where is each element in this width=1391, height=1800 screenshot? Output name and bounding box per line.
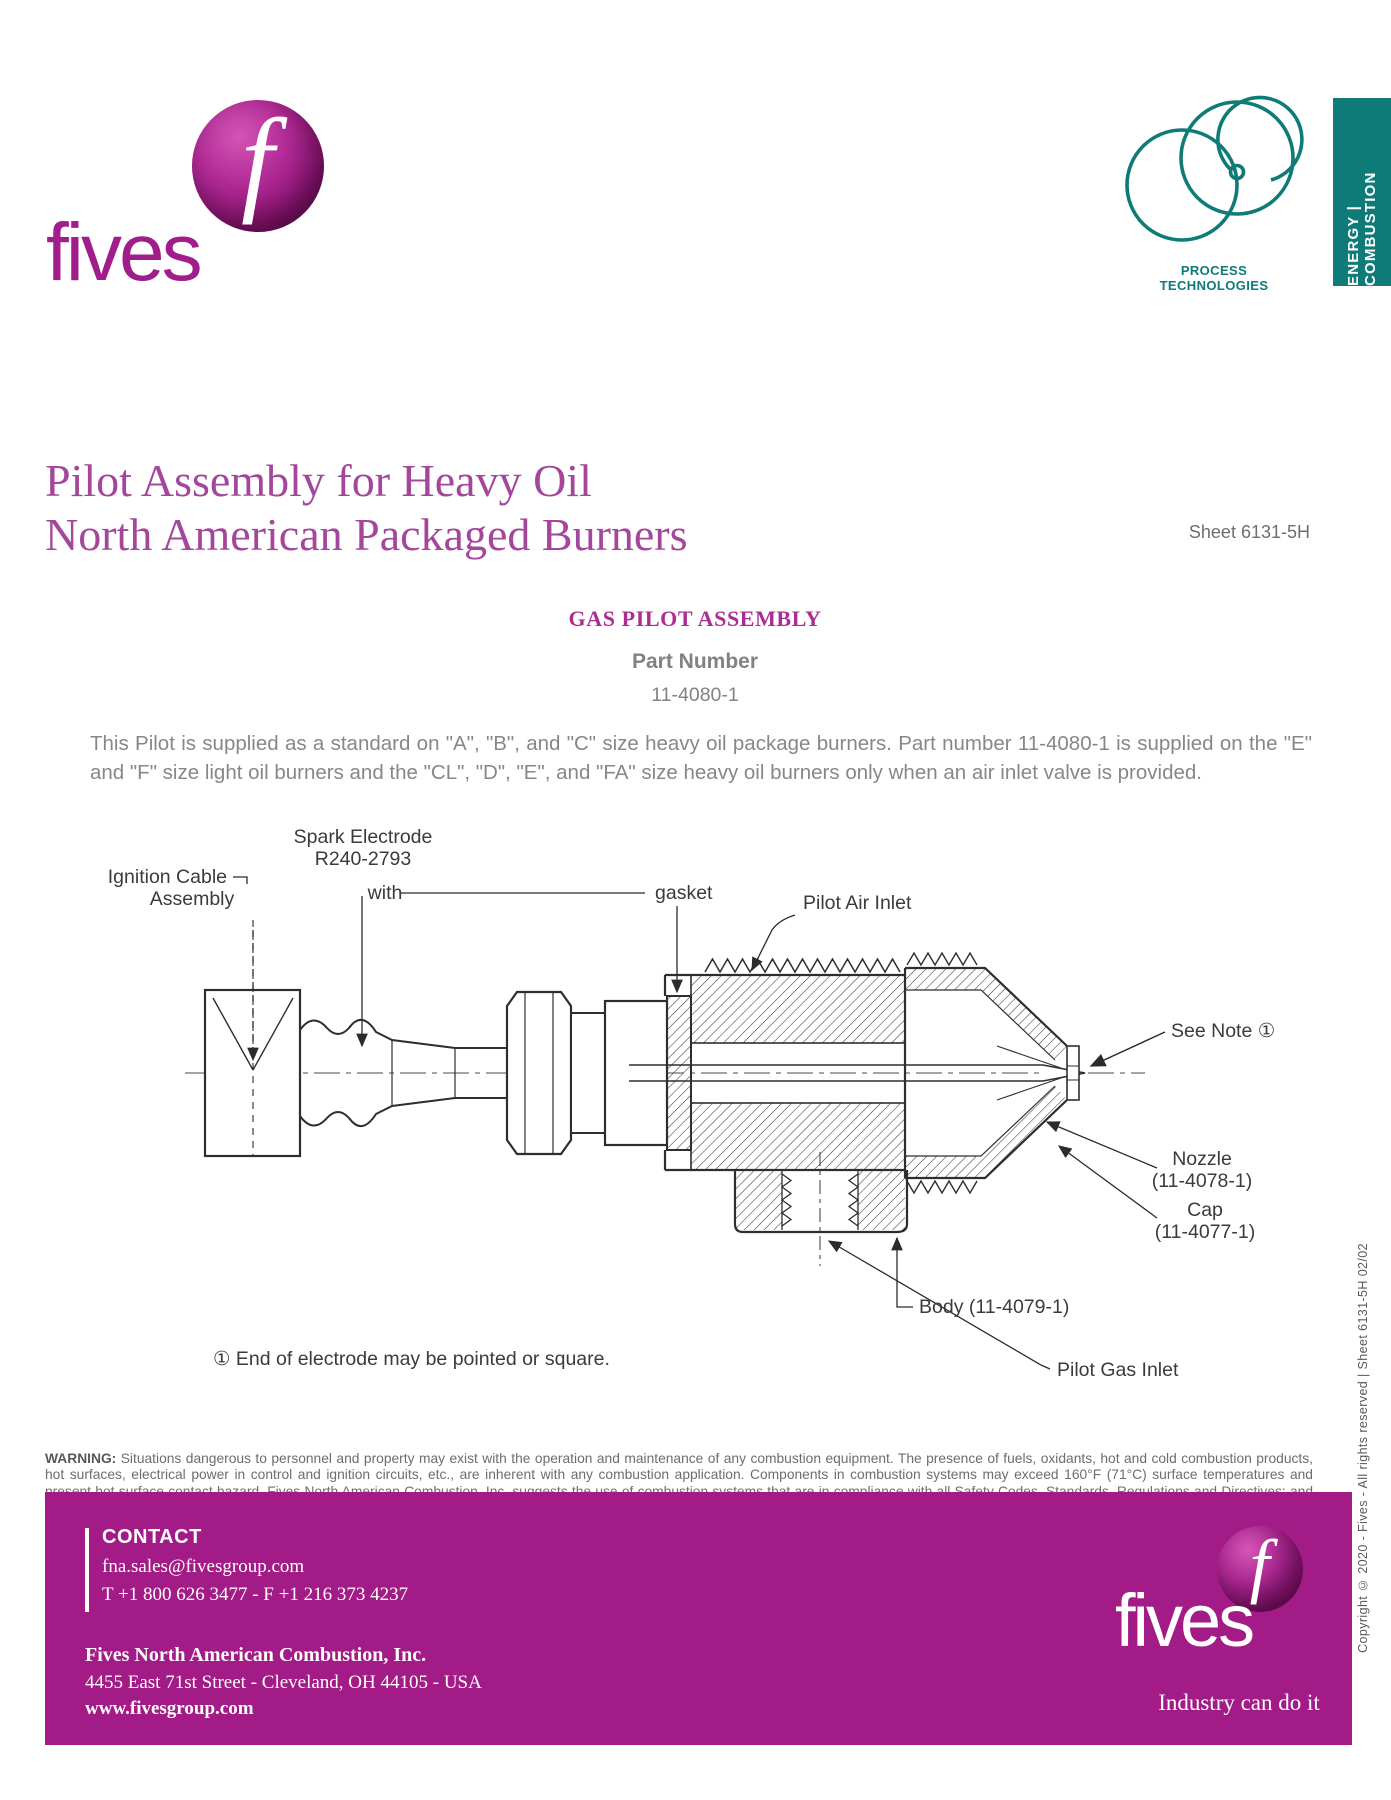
warning-label: WARNING:: [45, 1450, 117, 1466]
diagram-note: ① End of electrode may be pointed or squ…: [213, 1348, 610, 1370]
energy-combustion-banner: ENERGY | COMBUSTION: [1333, 98, 1391, 286]
label-spark-electrode-pn: R240-2793: [315, 848, 412, 870]
company-address: 4455 East 71st Street - Cleveland, OH 44…: [85, 1672, 482, 1693]
contact-heading: CONTACT: [102, 1526, 202, 1548]
part-number-value: 11-4080-1: [651, 684, 739, 706]
pilot-assembly-diagram: Spark Electrode R240-2793 with gasket Ig…: [108, 826, 1275, 1381]
process-technologies-label: PROCESS TECHNOLOGIES: [1159, 263, 1269, 293]
footer-fives-logo-icon: f: [1217, 1525, 1303, 1612]
gasket-part: [666, 995, 692, 1151]
footer-band: CONTACT fna.sales@fivesgroup.com T +1 80…: [45, 1492, 1352, 1745]
label-pilot-gas-inlet: Pilot Gas Inlet: [1057, 1359, 1179, 1381]
fives-logo-icon: f: [192, 95, 324, 232]
fives-logo-letter: f: [240, 94, 274, 226]
label-gasket: gasket: [655, 882, 713, 904]
description-paragraph: This Pilot is supplied as a standard on …: [90, 731, 1312, 784]
contact-divider: [85, 1528, 89, 1612]
section-heading: GAS PILOT ASSEMBLY: [568, 606, 822, 631]
sheet-number: Sheet 6131-5H: [1188, 522, 1310, 542]
contact-phone: T +1 800 626 3477 - F +1 216 373 4237: [102, 1584, 409, 1605]
union-washer: [570, 999, 669, 1147]
company-name: Fives North American Combustion, Inc.: [85, 1644, 427, 1666]
cap-nozzle-part: [903, 951, 1080, 1195]
website-link[interactable]: www.fivesgroup.com: [85, 1698, 254, 1719]
footer-fives-wordmark: fives: [1115, 1579, 1255, 1662]
fives-wordmark: fives: [46, 207, 203, 298]
label-spark-electrode: Spark Electrode: [294, 826, 433, 848]
cable-strain-relief: [299, 1019, 507, 1127]
label-body: Body (11-4079-1): [919, 1296, 1069, 1318]
label-pilot-air-inlet: Pilot Air Inlet: [803, 892, 912, 914]
label-ignition-cable-2: Assembly: [150, 888, 235, 910]
page-title-line1: Pilot Assembly for Heavy Oil: [45, 455, 592, 506]
label-nozzle-pn: (11-4078-1): [1152, 1170, 1252, 1192]
label-with: with: [367, 882, 403, 904]
label-ignition-cable: Ignition Cable: [108, 866, 227, 888]
spark-electrode-rod: [629, 1064, 1086, 1082]
label-cap: Cap: [1187, 1199, 1223, 1221]
page-title-line2: North American Packaged Burners: [45, 509, 688, 560]
contact-email-link[interactable]: fna.sales@fivesgroup.com: [102, 1556, 305, 1577]
footer-tagline: Industry can do it: [1158, 1690, 1320, 1715]
warning-paragraph: WARNING: Situations dangerous to personn…: [45, 1450, 1313, 1515]
gas-inlet-leg: [733, 1152, 909, 1266]
part-number-label: Part Number: [631, 650, 759, 673]
copyright-strip: Copyright © 2020 - Fives - All rights re…: [1356, 1243, 1370, 1653]
label-nozzle: Nozzle: [1172, 1148, 1232, 1170]
leader-lines: [233, 876, 1166, 1370]
body-part: [663, 957, 906, 1172]
label-see-note: See Note ①: [1171, 1020, 1275, 1042]
hex-gland-nut: [505, 990, 573, 1156]
label-cap-pn: (11-4077-1): [1155, 1221, 1255, 1243]
process-technologies-icon: [1125, 95, 1304, 242]
